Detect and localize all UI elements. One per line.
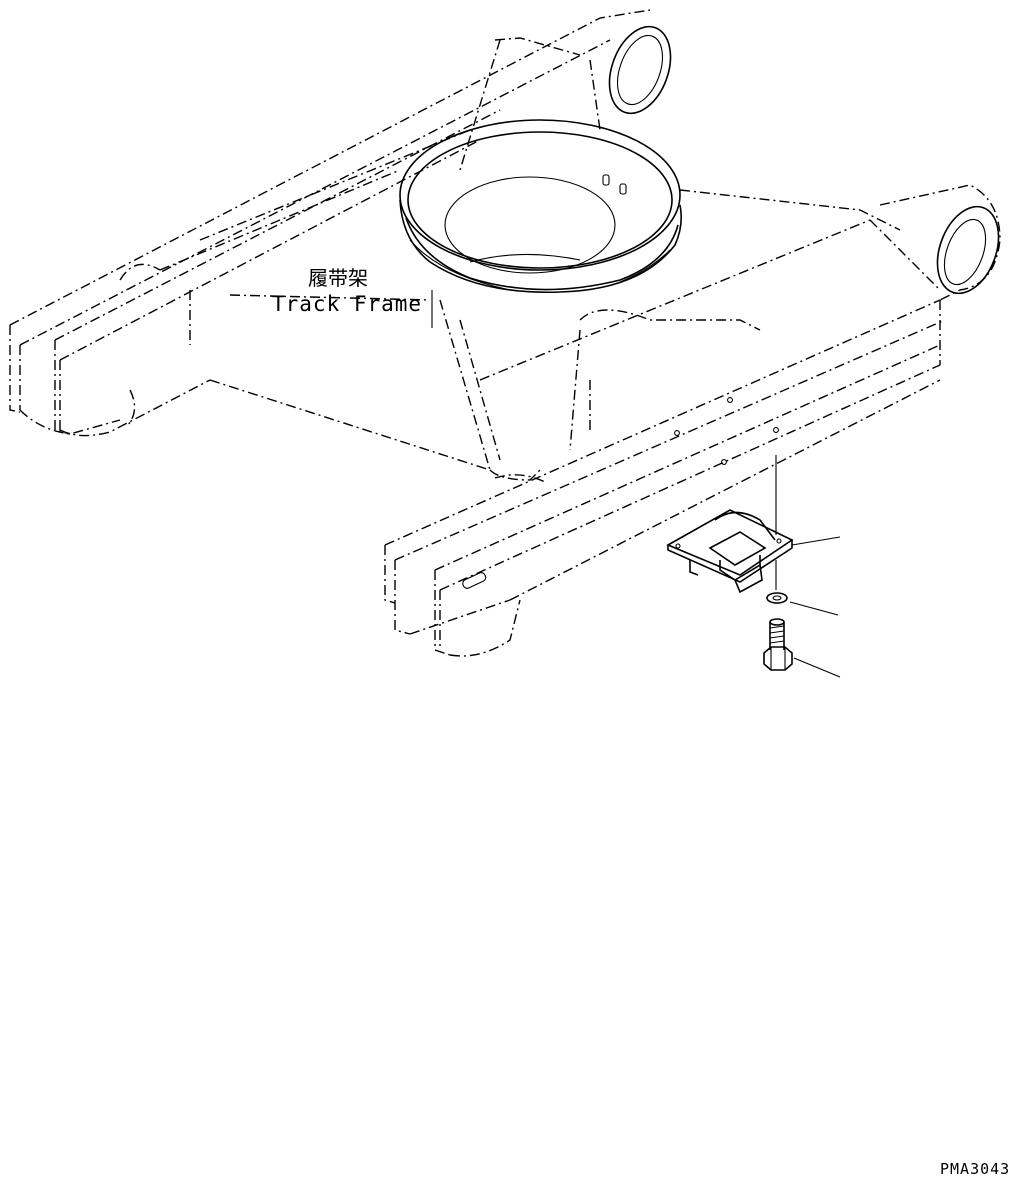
rear-boss-left bbox=[608, 25, 672, 115]
figure-code: PMA3043 bbox=[940, 1160, 1011, 1178]
frame-label-cn: 履带架 bbox=[308, 266, 368, 290]
bolt-part bbox=[763, 618, 793, 671]
rear-boss-right bbox=[936, 205, 1000, 295]
leader-washer bbox=[789, 601, 839, 616]
leader-bracket bbox=[791, 536, 841, 546]
swing-circle bbox=[399, 119, 682, 294]
bracket-part bbox=[666, 509, 794, 594]
washer-part bbox=[766, 592, 788, 604]
leader-bolt bbox=[793, 657, 841, 678]
track-frame-outline bbox=[9, 9, 1001, 657]
rail-holes bbox=[462, 397, 779, 589]
leader-lines bbox=[789, 536, 841, 678]
frame-label-en: Track Frame bbox=[272, 292, 423, 316]
